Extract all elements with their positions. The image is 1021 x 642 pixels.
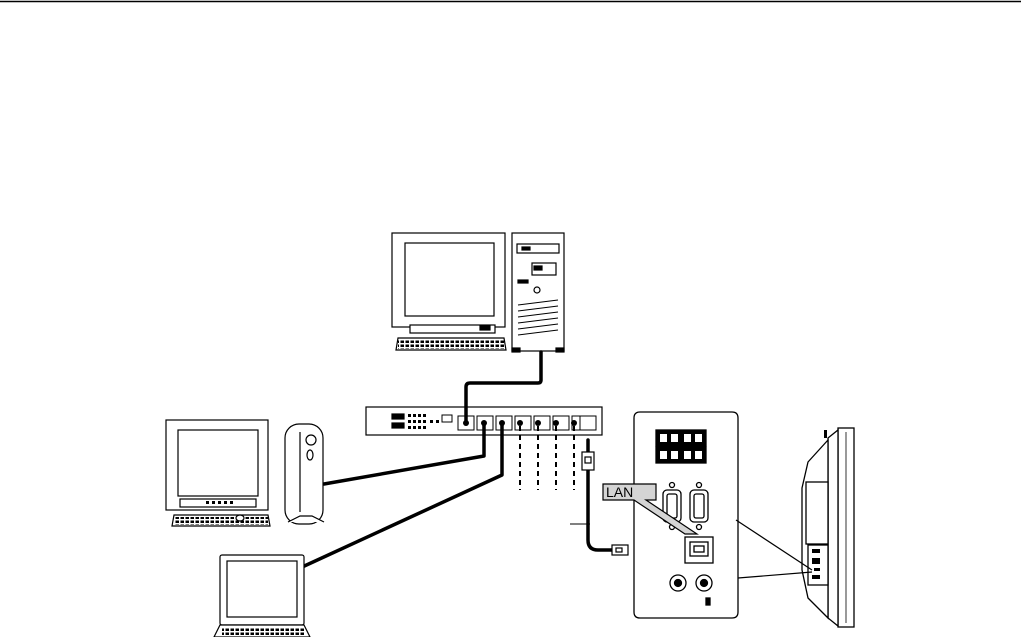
client-computer-icon <box>166 420 324 526</box>
network-cables <box>300 352 620 568</box>
terminal-panel-icon <box>634 412 738 618</box>
server-computer-icon <box>392 233 564 352</box>
lan-label: LAN <box>606 484 633 500</box>
speaker-terminals <box>656 430 706 463</box>
unused-port-lines <box>520 426 574 490</box>
zoom-lines <box>736 520 812 578</box>
laptop-icon <box>214 555 310 637</box>
lan-port-icon <box>685 537 713 563</box>
display-side-icon <box>802 428 854 627</box>
